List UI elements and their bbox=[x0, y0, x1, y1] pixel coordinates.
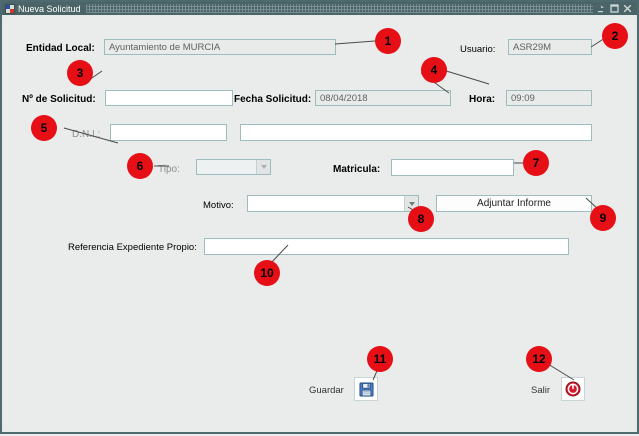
callout-4: 4 bbox=[421, 57, 447, 83]
chevron-down-icon bbox=[256, 160, 270, 174]
callout-12: 12 bbox=[526, 346, 552, 372]
callout-10: 10 bbox=[254, 260, 280, 286]
callout-8: 8 bbox=[408, 206, 434, 232]
usuario-label: Usuario: bbox=[460, 44, 496, 55]
entidad-local-field[interactable]: Ayuntamiento de MURCIA bbox=[104, 39, 336, 55]
guardar-button[interactable] bbox=[354, 377, 378, 401]
motivo-label: Motivo: bbox=[203, 200, 234, 211]
title-bar[interactable]: Nueva Solicitud bbox=[2, 2, 637, 15]
usuario-field[interactable]: ASR29M bbox=[508, 39, 592, 55]
callout-2: 2 bbox=[602, 23, 628, 49]
num-solicitud-field[interactable] bbox=[105, 90, 233, 106]
referencia-field[interactable] bbox=[204, 238, 569, 255]
callout-3: 3 bbox=[67, 60, 93, 86]
hora-field[interactable]: 09:09 bbox=[506, 90, 592, 106]
callout-1: 1 bbox=[375, 28, 401, 54]
callout-6: 6 bbox=[127, 153, 153, 179]
guardar-label: Guardar bbox=[309, 385, 344, 396]
fecha-solicitud-label: Fecha Solicitud: bbox=[234, 94, 312, 105]
adjuntar-informe-button[interactable]: Adjuntar Informe bbox=[436, 195, 592, 212]
nombre-field[interactable] bbox=[240, 124, 592, 141]
callout-7: 7 bbox=[523, 150, 549, 176]
callout-11: 11 bbox=[367, 346, 393, 372]
motivo-select[interactable] bbox=[247, 195, 419, 212]
maximize-icon[interactable] bbox=[610, 4, 619, 13]
hora-label: Hora: bbox=[469, 94, 496, 105]
power-exit-icon bbox=[565, 381, 581, 397]
minimize-icon[interactable] bbox=[597, 4, 606, 13]
dni-field[interactable] bbox=[110, 124, 227, 141]
callout-5: 5 bbox=[31, 115, 57, 141]
salir-button[interactable] bbox=[561, 377, 585, 401]
window-title: Nueva Solicitud bbox=[18, 3, 81, 14]
matricula-field[interactable] bbox=[391, 159, 514, 176]
entidad-local-label: Entidad Local: bbox=[26, 43, 95, 54]
salir-label: Salir bbox=[531, 385, 551, 396]
fecha-solicitud-field[interactable]: 08/04/2018 bbox=[315, 90, 451, 106]
num-solicitud-label: Nº de Solicitud: bbox=[22, 94, 96, 105]
motivo-selected-value bbox=[248, 196, 404, 211]
tipo-select[interactable] bbox=[196, 159, 271, 175]
java-app-icon bbox=[5, 3, 15, 14]
close-icon[interactable] bbox=[623, 4, 632, 13]
tipo-label: Tipo: bbox=[158, 164, 180, 175]
callout-9: 9 bbox=[590, 205, 616, 231]
tipo-selected-value bbox=[197, 160, 256, 174]
save-floppy-icon bbox=[358, 381, 374, 397]
titlebar-texture bbox=[85, 4, 593, 13]
matricula-label: Matricula: bbox=[333, 164, 381, 175]
referencia-label: Referencia Expediente Propio: bbox=[68, 242, 197, 253]
dni-label: D.N.I.: bbox=[72, 129, 101, 140]
window-controls bbox=[597, 4, 635, 13]
